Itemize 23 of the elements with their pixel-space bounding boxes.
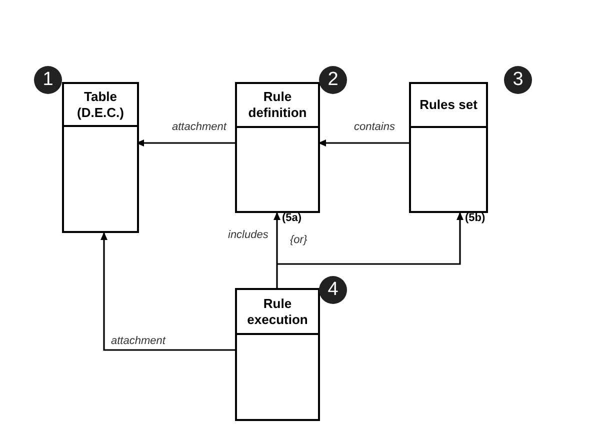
class-box: [62, 82, 139, 233]
multiplicity-label: (5b): [465, 212, 486, 224]
class-name: Rules set: [411, 84, 486, 128]
arrow: [318, 140, 409, 146]
arrow: [274, 212, 280, 288]
number-badge: 3: [504, 66, 532, 94]
number-badge: 4: [319, 276, 347, 304]
edge-label: {or}: [289, 234, 308, 246]
class-box: [409, 82, 488, 213]
edge-label: contains: [353, 121, 396, 133]
class-name: Table (D.E.C.): [64, 84, 137, 127]
edge-label: attachment: [171, 121, 228, 133]
class-name: Rule definition: [237, 84, 318, 128]
edge-label: includes: [227, 229, 270, 241]
class-box: [235, 82, 320, 213]
edge-label: attachment: [110, 335, 166, 347]
number-badge: 1: [34, 66, 62, 94]
class-box: [235, 288, 320, 421]
class-name: Rule execution: [237, 290, 318, 335]
number-badge: 2: [319, 66, 347, 94]
arrow: [100, 232, 235, 351]
arrow: [277, 212, 464, 265]
multiplicity-label: (5a): [282, 212, 302, 224]
